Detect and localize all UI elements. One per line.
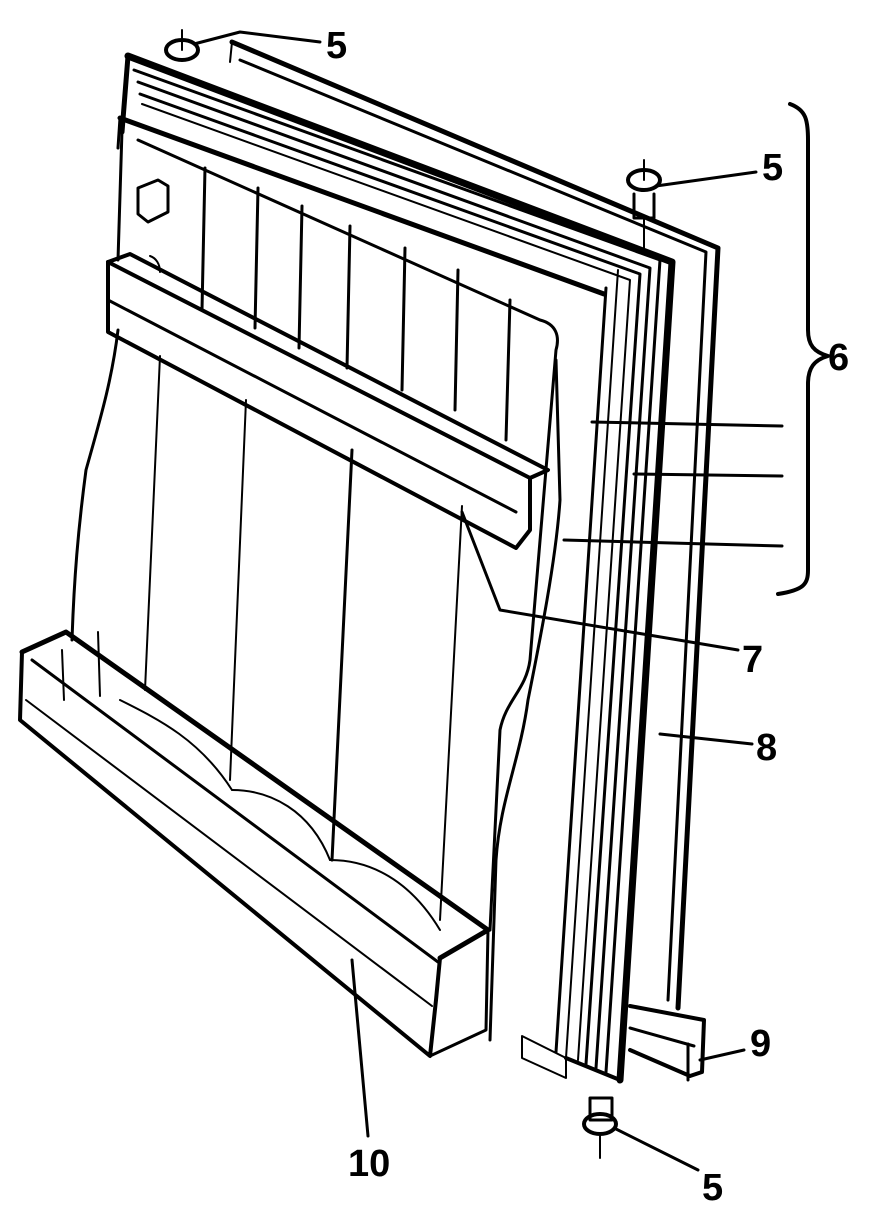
callout-5-top: 5	[326, 25, 347, 67]
callout-5-bottom: 5	[702, 1167, 723, 1209]
inner-door-liner	[70, 115, 607, 1042]
callout-8: 8	[756, 727, 777, 769]
callout-6: 6	[828, 337, 849, 379]
leader-lines	[192, 30, 784, 1172]
callout-7: 7	[742, 639, 763, 681]
callout-5-upper-right: 5	[762, 147, 783, 189]
hinge-bracket	[628, 1004, 706, 1082]
gasket-group-brace	[776, 102, 830, 596]
bottom-shelf	[18, 629, 491, 1058]
top-hinge-pin	[164, 29, 200, 62]
callout-10: 10	[348, 1143, 390, 1185]
upper-right-hinge-pin	[626, 159, 662, 251]
bottom-hinge-pin	[582, 1096, 618, 1159]
gasket-layers	[119, 52, 676, 1084]
upper-shelf-rail	[106, 252, 550, 550]
callout-9: 9	[750, 1023, 771, 1065]
outer-door-panel	[229, 39, 721, 1011]
